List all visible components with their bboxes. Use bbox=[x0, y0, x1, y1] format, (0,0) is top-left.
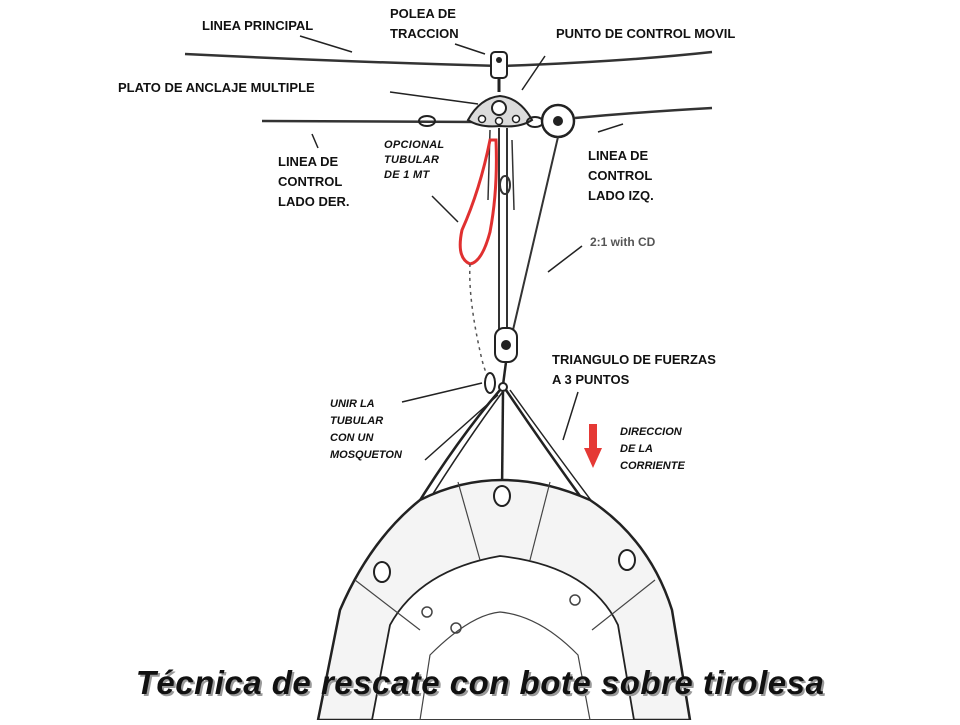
apex-carabiner-icon bbox=[484, 372, 508, 394]
leader-lines bbox=[299, 35, 624, 441]
label-force-triangle: TRIANGULO DE FUERZAS A 3 PUNTOS bbox=[552, 352, 716, 387]
label-main-line: LINEA PRINCIPAL bbox=[202, 18, 314, 33]
label-moving-control-point: PUNTO DE CONTROL MOVIL bbox=[556, 26, 736, 41]
label-traction-pulley: POLEA DE TRACCION bbox=[390, 6, 459, 41]
diagram-caption: Técnica de rescate con bote sobre tirole… bbox=[135, 664, 825, 701]
label-anchor-plate: PLATO DE ANCLAJE MULTIPLE bbox=[118, 80, 315, 95]
label-control-line-right: LINEA DE CONTROL LADO DER. bbox=[278, 154, 350, 209]
raft-icon bbox=[316, 478, 692, 722]
down-arrow-icon bbox=[584, 424, 602, 468]
haul-system-ropes bbox=[487, 128, 559, 331]
label-join-tubular: UNIR LA TUBULAR CON UN MOSQUETON bbox=[330, 398, 402, 461]
ratio-label: 2:1 with CD bbox=[590, 235, 656, 249]
pulley-icon bbox=[490, 51, 508, 92]
label-optional-tubular: OPCIONAL TUBULAR DE 1 MT bbox=[384, 139, 445, 181]
label-control-line-left: LINEA DE CONTROL LADO IZQ. bbox=[588, 148, 654, 203]
control-lines bbox=[261, 106, 713, 124]
tubular-sling bbox=[458, 138, 498, 381]
anchor-plate-icon bbox=[418, 94, 544, 128]
label-current-direction: DIRECCION DE LA CORRIENTE bbox=[620, 426, 685, 472]
main-line bbox=[184, 50, 713, 68]
control-pulley-icon bbox=[540, 103, 576, 139]
lower-pulley-icon bbox=[494, 327, 518, 386]
